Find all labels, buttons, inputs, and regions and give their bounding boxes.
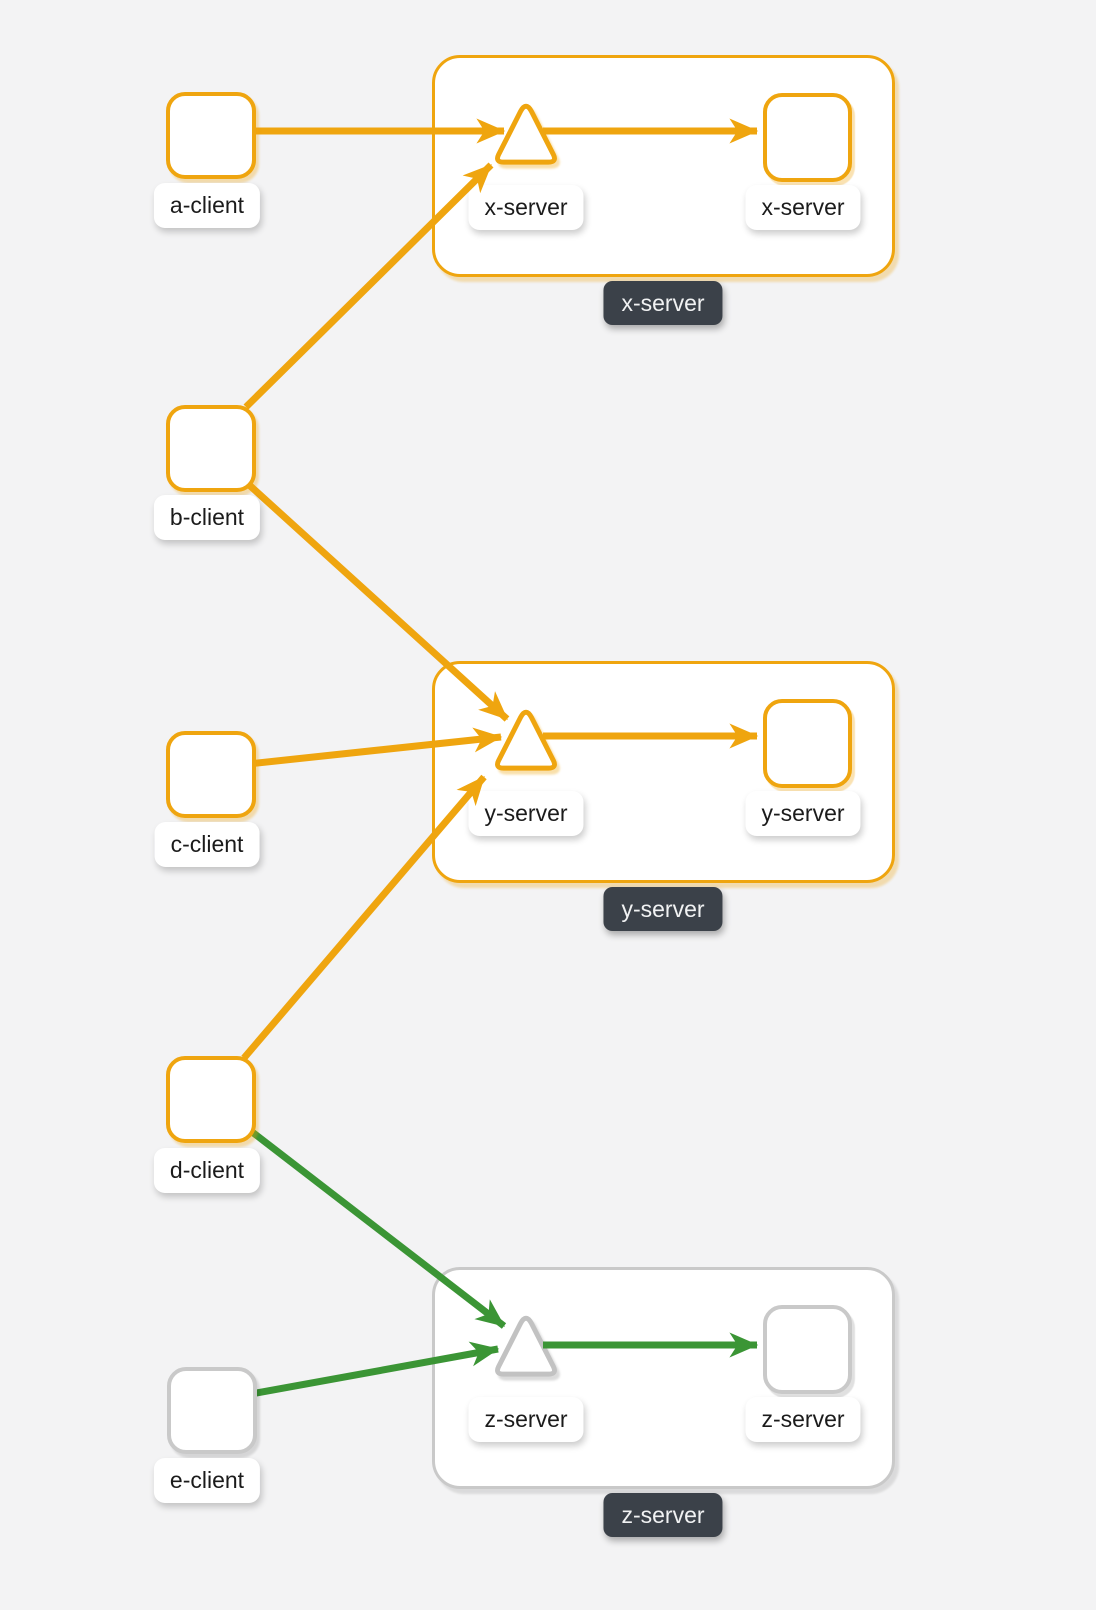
node-d-client[interactable] — [166, 1056, 256, 1143]
a-client-label: a-client — [153, 183, 261, 228]
edge-b-client-to-y-server-triangle[interactable] — [244, 480, 510, 722]
namespace-badge-y-server[interactable]: y-server — [603, 887, 723, 931]
group-x-server[interactable]: x-server x-server — [432, 55, 895, 277]
group-y-server[interactable]: y-server y-server — [432, 661, 895, 883]
x-server-triangle-icon[interactable] — [488, 99, 564, 172]
group-z-server[interactable]: z-server z-server — [432, 1267, 895, 1489]
x-server-square-node[interactable] — [763, 93, 852, 182]
e-client-label: e-client — [153, 1458, 261, 1503]
x-server-triangle-label: x-server — [468, 185, 584, 230]
namespace-badge-z-server[interactable]: z-server — [603, 1493, 723, 1537]
namespace-badge-x-server[interactable]: x-server — [603, 281, 723, 325]
y-server-square-node[interactable] — [763, 699, 852, 788]
edge-e-client-to-z-server-triangle[interactable] — [250, 1341, 500, 1398]
node-c-client[interactable] — [166, 731, 256, 818]
edge-c-client-to-y-server-triangle[interactable] — [247, 727, 503, 768]
edge-d-client-to-y-server-triangle[interactable] — [241, 774, 487, 1061]
x-server-square-label: x-server — [745, 185, 861, 230]
y-server-triangle-icon[interactable] — [488, 705, 564, 778]
z-server-triangle-label: z-server — [468, 1397, 584, 1442]
y-server-square-label: y-server — [745, 791, 861, 836]
node-a-client[interactable] — [166, 92, 256, 179]
c-client-label: c-client — [154, 822, 260, 867]
y-server-triangle-label: y-server — [468, 791, 584, 836]
edge-b-client-to-x-server-triangle[interactable] — [243, 162, 494, 410]
z-server-square-label: z-server — [745, 1397, 861, 1442]
node-e-client[interactable] — [167, 1367, 257, 1454]
b-client-label: b-client — [153, 495, 261, 540]
z-server-triangle-icon[interactable] — [488, 1311, 564, 1384]
node-b-client[interactable] — [166, 405, 256, 492]
edge-d-client-to-z-server-triangle[interactable] — [244, 1125, 507, 1329]
z-server-square-node[interactable] — [763, 1305, 852, 1394]
d-client-label: d-client — [153, 1148, 261, 1193]
